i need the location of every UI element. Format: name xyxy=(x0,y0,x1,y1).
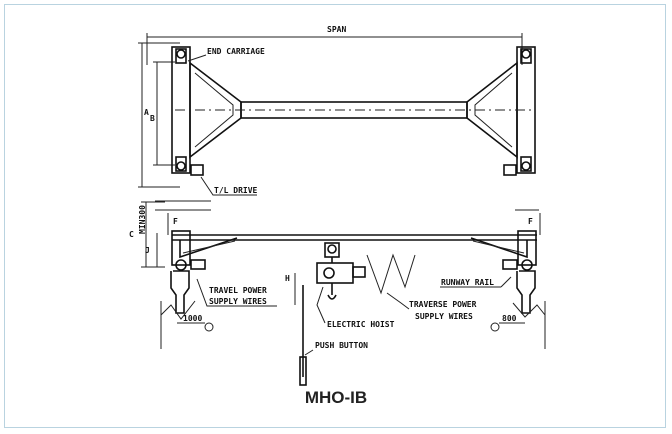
dim-f-left-label: F xyxy=(173,217,178,226)
electric-hoist-label: ELECTRIC HOIST xyxy=(327,320,395,329)
girder-plan xyxy=(240,101,468,119)
dim-f-right-label: F xyxy=(528,217,533,226)
elevation-view: C J MIN300 F F 1000 800 xyxy=(129,200,546,386)
diagram-caption: MHO-IB xyxy=(304,388,368,407)
dim-h-label: H xyxy=(285,274,290,283)
dim-1000-label: 1000 xyxy=(183,314,202,323)
right-carriage-elevation xyxy=(517,230,537,266)
travel-power-label-2: SUPPLY WIRES xyxy=(209,297,267,306)
crane-drawing: SPAN A B END CARRIAGE xyxy=(129,25,546,386)
dim-min300-label: MIN300 xyxy=(138,205,147,234)
push-button-pendant[interactable] xyxy=(299,356,307,386)
travel-power-label-1: TRAVEL POWER xyxy=(209,286,267,295)
right-rail-column xyxy=(516,270,536,314)
electric-hoist-body xyxy=(316,262,354,284)
dim-j-label: J xyxy=(145,246,150,255)
dim-c-label: C xyxy=(129,230,134,239)
dim-a-label: A xyxy=(144,108,149,117)
push-button-label: PUSH BUTTON xyxy=(315,341,368,350)
tl-drive-label: T/L DRIVE xyxy=(214,186,258,195)
left-rail-column xyxy=(170,270,190,314)
traverse-power-label-2: SUPPLY WIRES xyxy=(415,312,473,321)
plan-view: SPAN A B END CARRIAGE xyxy=(138,25,536,196)
span-label: SPAN xyxy=(327,25,346,34)
hook xyxy=(327,294,337,300)
left-carriage-elevation xyxy=(171,230,191,266)
runway-rail-label: RUNWAY RAIL xyxy=(441,278,494,287)
dim-b-label: B xyxy=(150,114,155,123)
traverse-wires xyxy=(366,253,416,295)
dim-800-label: 800 xyxy=(502,314,517,323)
traverse-power-label-1: TRAVERSE POWER xyxy=(409,300,477,309)
end-carriage-label: END CARRIAGE xyxy=(207,47,265,56)
diagram-frame: SPAN A B END CARRIAGE xyxy=(4,4,666,428)
